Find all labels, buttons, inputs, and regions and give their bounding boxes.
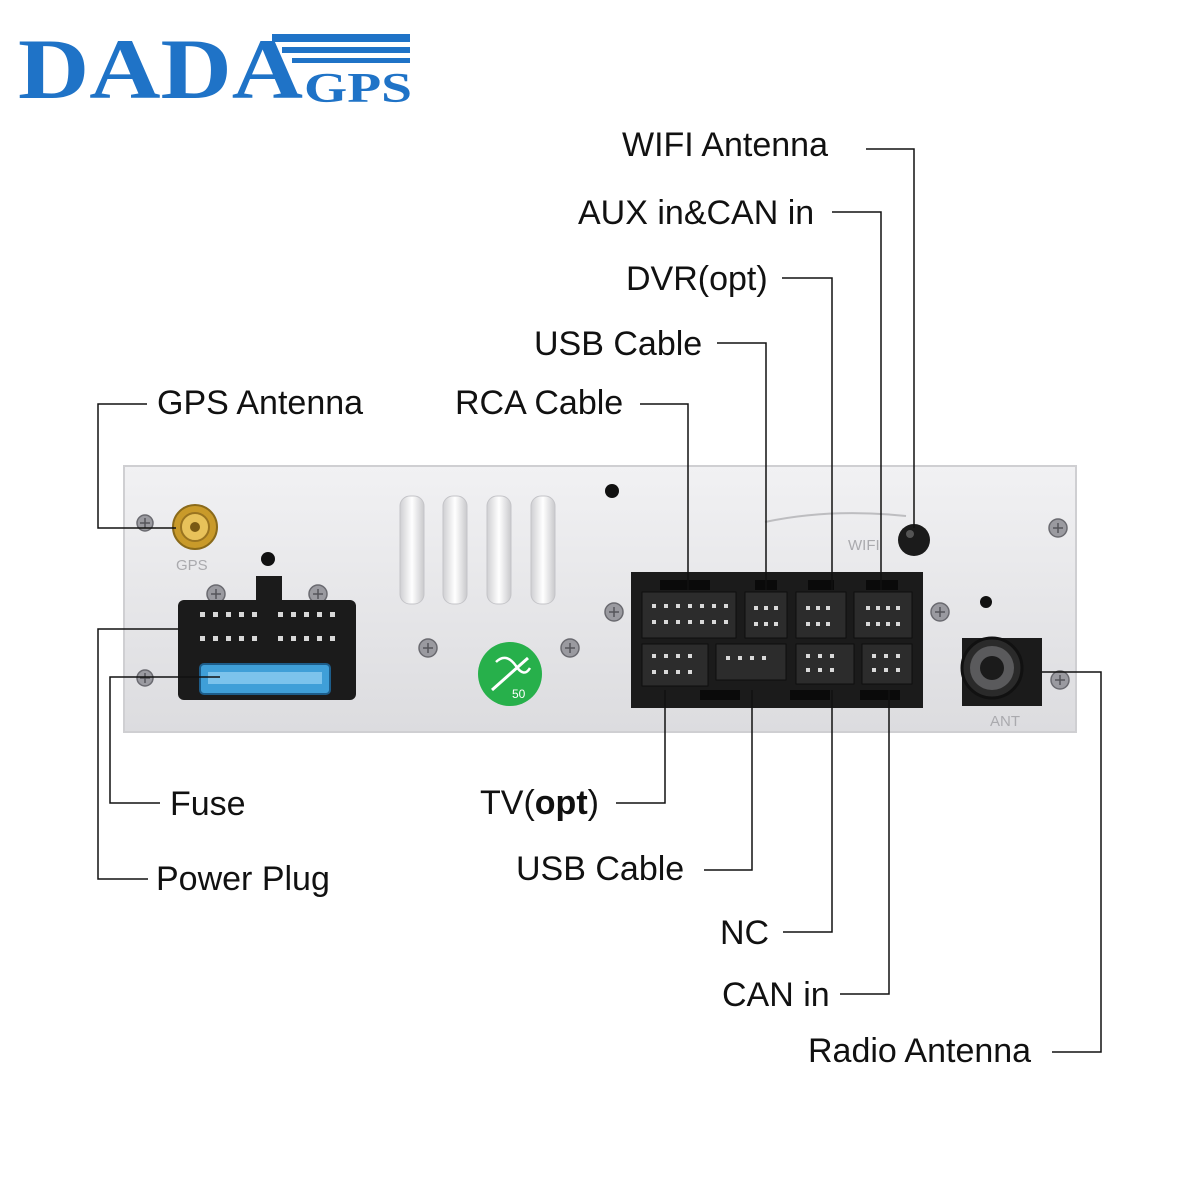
power-plug-connector <box>178 576 356 700</box>
label-aux-can-in: AUX in&CAN in <box>578 194 815 232</box>
dada-gps-logo: DADA GPS <box>14 20 414 117</box>
label-nc: NC <box>720 914 770 952</box>
leader-lines <box>97 148 1102 1053</box>
wifi-connector <box>898 524 930 556</box>
label-power-plug: Power Plug <box>156 860 330 898</box>
multi-connector-block <box>631 572 923 708</box>
label-gps-antenna: GPS Antenna <box>157 384 364 422</box>
label-usb-cable-top: USB Cable <box>534 325 703 363</box>
gps-connector <box>172 504 218 550</box>
label-can-in: CAN in <box>722 976 830 1014</box>
label-rca-cable: RCA Cable <box>455 384 624 422</box>
label-tv-opt: opt <box>534 784 588 822</box>
ant-panel-mark: ANT <box>990 713 1020 730</box>
gps-panel-mark: GPS <box>176 557 208 574</box>
label-tv: TV(opt) <box>480 786 599 820</box>
label-radio-antenna: Radio Antenna <box>808 1032 1032 1070</box>
label-fuse: Fuse <box>170 785 246 823</box>
label-dvr: DVR(opt) <box>626 260 768 298</box>
label-wifi-antenna: WIFI Antenna <box>622 126 828 164</box>
logo-brand: DADA <box>18 21 303 110</box>
cert-mark: 50 <box>512 687 526 701</box>
label-usb-cable-bottom: USB Cable <box>516 850 685 888</box>
radio-antenna-connector <box>960 636 1042 706</box>
certification-sticker: 50 <box>478 642 542 706</box>
wifi-panel-mark: WIFI <box>848 537 880 554</box>
logo-sub: GPS <box>304 66 412 110</box>
label-tv-suffix: ) <box>587 784 599 822</box>
vent-slots <box>399 495 556 605</box>
label-tv-prefix: TV( <box>480 784 535 822</box>
